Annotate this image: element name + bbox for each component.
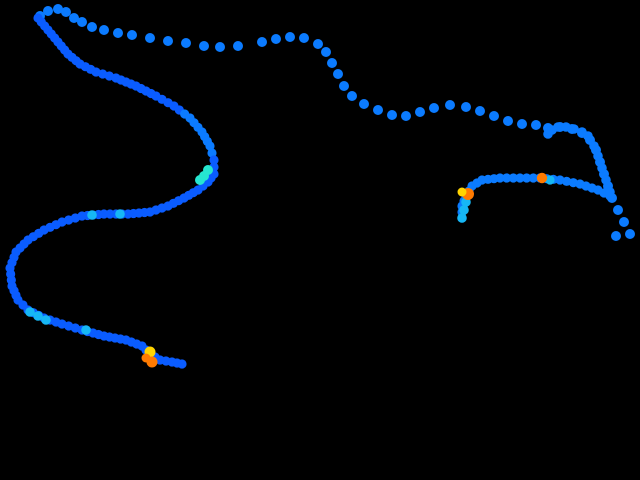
trace-a-point (69, 13, 79, 23)
trace-a-point (53, 4, 63, 14)
trace-a-point (257, 37, 267, 47)
trace-c-point (528, 173, 538, 183)
trace-c-point (522, 173, 532, 183)
trace-a-point (127, 30, 137, 40)
trace-b-accent (41, 315, 51, 325)
trace-c-accent (459, 205, 469, 215)
trace-a-point (339, 81, 349, 91)
trace-a-point (359, 99, 369, 109)
trace-d-point (605, 187, 615, 197)
trace-c-point (495, 173, 505, 183)
trace-a-point (327, 58, 337, 68)
trace-a-point (321, 47, 331, 57)
trace-a-point (475, 106, 485, 116)
trace-c-point (508, 173, 518, 183)
trace-a-point (313, 39, 323, 49)
trace-a-point (517, 119, 527, 129)
trace-a-point (611, 231, 621, 241)
trace-a-point (503, 116, 513, 126)
trace-d-point (589, 141, 599, 151)
trace-a-point (299, 33, 309, 43)
trace-b-accent (33, 311, 43, 321)
trace-d-point (597, 163, 607, 173)
trace-d-point (601, 175, 611, 185)
trace-a-point (373, 105, 383, 115)
trace-a-point (625, 229, 635, 239)
trace-b-accent (115, 209, 125, 219)
trace-b-point (177, 359, 187, 369)
trace-a-point (43, 6, 53, 16)
trace-a-point (215, 42, 225, 52)
trace-d-point (569, 124, 579, 134)
trace-a-point (285, 32, 295, 42)
trace-a-point (333, 69, 343, 79)
trace-b-point (205, 141, 215, 151)
trace-a-point (163, 36, 173, 46)
trace-a-point (445, 100, 455, 110)
trace-a-point (619, 217, 629, 227)
trace-a-point (387, 110, 397, 120)
trace-d-point (553, 122, 563, 132)
trace-a-point (113, 28, 123, 38)
trace-a-point (87, 22, 97, 32)
trace-b-accent (25, 307, 35, 317)
trace-b-accent (87, 210, 97, 220)
trace-a-point (199, 41, 209, 51)
trace-a-point (429, 103, 439, 113)
trace-b-point (207, 148, 217, 158)
trace-a-point (415, 107, 425, 117)
trace-a-point (233, 41, 243, 51)
trace-a-point (461, 102, 471, 112)
trace-a-point (401, 111, 411, 121)
trace-c-accent (545, 175, 555, 185)
trace-d-point (593, 151, 603, 161)
trace-c-accent (457, 213, 467, 223)
trace-b-accent (81, 325, 91, 335)
trace-c-point (515, 173, 525, 183)
trace-a-point (99, 25, 109, 35)
trace-a-point (271, 34, 281, 44)
trace-a-point (145, 33, 155, 43)
trace-a-point (613, 205, 623, 215)
trace-a-point (77, 17, 87, 27)
trace-c-highlight (536, 172, 548, 184)
trace-b-highlight (141, 353, 151, 363)
trace-b-accent (195, 175, 205, 185)
trace-d-point (561, 122, 571, 132)
trace-a-point (181, 38, 191, 48)
trace-a-point (347, 91, 357, 101)
trace-d-point (583, 131, 593, 141)
trace-b-point (209, 155, 219, 165)
trace-a-point (489, 111, 499, 121)
trace-b-accent (203, 165, 213, 175)
trace-a-point (61, 7, 71, 17)
trace-c-point (502, 173, 512, 183)
trace-a-point (531, 120, 541, 130)
trace-c-highlight (457, 187, 467, 197)
